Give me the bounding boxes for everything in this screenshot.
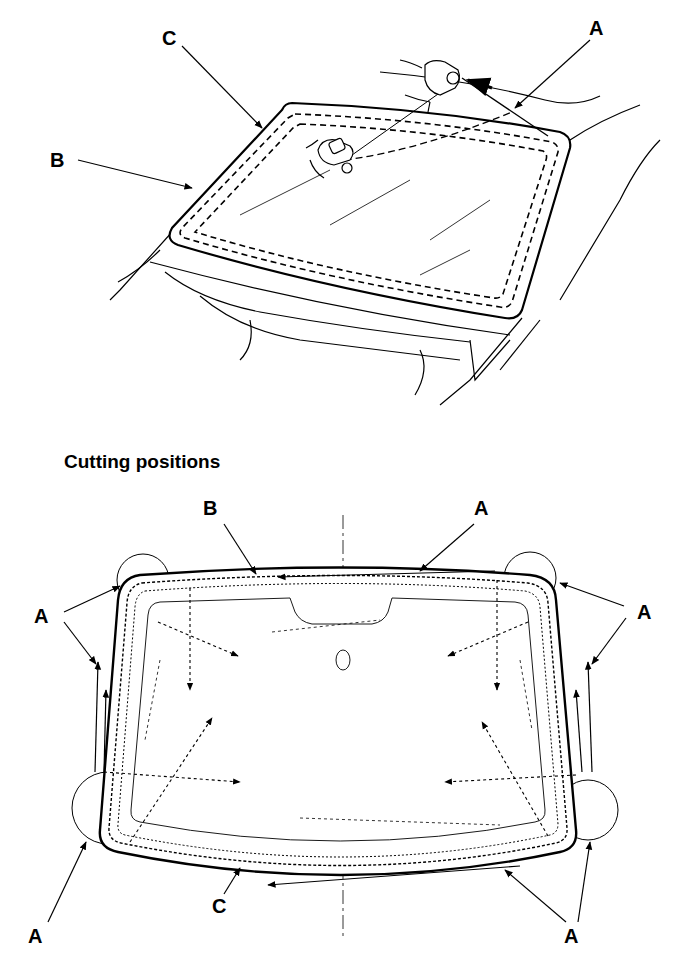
adhesive-line: [195, 124, 547, 298]
glass-reflection: [145, 620, 532, 825]
mirror-mount: [336, 650, 350, 670]
callout-letter: B: [50, 150, 64, 170]
cutting-direction-arrow: [104, 580, 576, 842]
hand-with-handle: [400, 60, 459, 112]
adhesive-line: [118, 584, 558, 858]
car-body: [110, 72, 660, 405]
callout-letter: A: [564, 926, 578, 946]
hand-with-handle: [306, 138, 353, 178]
adhesive-line: [109, 576, 567, 866]
cutting-wire: [345, 112, 512, 160]
leader-line: [48, 524, 626, 922]
callout-letter: A: [589, 18, 603, 38]
cutting-direction-arrow: [95, 571, 592, 885]
section-heading: Cutting positions: [64, 452, 220, 471]
ceramic-print-border: [131, 598, 545, 841]
callout-letter: A: [474, 498, 488, 518]
callout-letter: C: [212, 896, 226, 916]
callout-letter: B: [203, 498, 217, 518]
windshield-outline: [100, 568, 576, 876]
callout-letter: A: [28, 926, 42, 946]
callout-letter: A: [637, 602, 651, 622]
cutting-wire: [462, 78, 548, 136]
windshield-outline: [170, 103, 571, 318]
glass-reflection: [240, 170, 490, 275]
callout-letter: A: [34, 606, 48, 626]
leader-line: [78, 40, 590, 188]
callout-letter: C: [162, 28, 176, 48]
